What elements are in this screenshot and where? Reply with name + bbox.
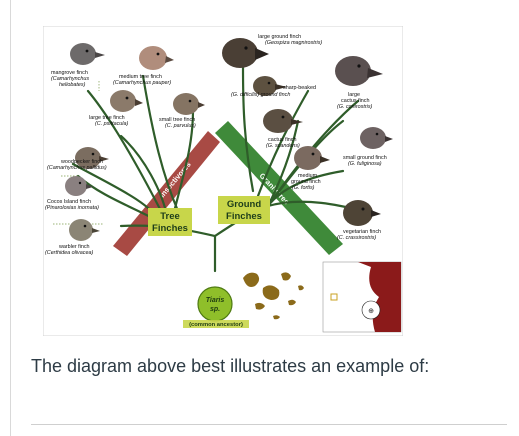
cactus-finch-label-2: (G. scandens): [266, 143, 300, 149]
large-tree-finch-label-1: large tree finch: [89, 115, 125, 121]
ground-finches-label-1: Ground: [227, 199, 261, 210]
medium-ground-finch-label-1: medium: [298, 173, 318, 179]
large-ground-finch-label-1: large ground finch: [258, 34, 301, 40]
sharp-beaked-label-1: sharp-beaked: [283, 85, 316, 91]
medium-tree-finch-label-2: (Camarhynchus pauper): [113, 80, 171, 86]
medium-tree-finch-label-1: medium tree finch: [119, 74, 162, 80]
divider: [31, 424, 507, 425]
tree-finches-box: Tree Finches: [148, 208, 192, 236]
small-ground-finch-label-2: (G. fuliginosa): [348, 161, 382, 167]
ancestor-name2: sp.: [210, 306, 220, 313]
ancestor-caption: (common ancestor): [189, 322, 243, 328]
small-tree-finch-label-2: (C. parvulus): [165, 123, 196, 129]
woodpecker-finch-label-1: woodpecker finch: [60, 159, 103, 165]
species-labels: mangrove finch (Camarhynchus heliobates)…: [45, 34, 387, 256]
cactus-finch-head: [263, 109, 303, 133]
large-cactus-label-1: large: [348, 92, 360, 98]
zoom-glyph: ⊕: [368, 308, 374, 315]
warbler-finch-label-2: (Certhidea olivacea): [45, 250, 93, 256]
mainland-shape: [358, 262, 401, 332]
left-border: [10, 0, 11, 436]
mangrove-finch-label-3: heliobates): [59, 82, 86, 88]
ground-finches-box: Ground Finches: [218, 196, 270, 224]
mangrove-finch-label-1: mangrove finch: [51, 70, 88, 76]
cactus-finch-label-1: cactus finch: [268, 137, 296, 143]
finch-heads: [65, 38, 393, 241]
cocos-island-finch-head: [65, 176, 93, 196]
warbler-finch-head: [69, 219, 100, 241]
small-ground-finch-label-1: small ground finch: [343, 155, 387, 161]
tree-finches-label-1: Tree: [160, 211, 180, 222]
mangrove-finch-head: [70, 43, 105, 65]
large-ground-finch-head: [222, 38, 269, 68]
mangrove-finch-label-2: (Camarhynchus: [51, 76, 89, 82]
woodpecker-finch-head: [75, 147, 109, 169]
large-cactus-label-2: cactus finch: [341, 98, 369, 104]
medium-ground-finch-label-2: ground finch: [291, 179, 321, 185]
locator-map: ⊕: [322, 261, 402, 333]
ancestor-name: Tiaris: [206, 297, 225, 304]
large-tree-finch-head: [110, 90, 143, 112]
large-tree-finch-label-2: (C. psittacula): [95, 121, 128, 127]
sharp-beaked-finch-head: [253, 76, 287, 96]
woodpecker-finch-label-2: (Camarhynchus pallidus): [47, 165, 107, 171]
common-ancestor: Tiaris sp. (common ancestor): [183, 286, 249, 328]
large-cactus-label-3: (G. conirostris): [337, 104, 373, 110]
vegetarian-finch-label-2: (C. crassirostris): [337, 235, 376, 241]
medium-ground-finch-label-3: (G. fortis): [292, 185, 315, 191]
sharp-beaked-label-2: (G. difficilis) ground finch: [231, 92, 290, 98]
small-ground-finch-head: [360, 127, 393, 149]
large-cactus-finch-head: [335, 56, 383, 86]
warbler-finch-label-1: warbler finch: [58, 244, 90, 250]
zoom-circle: [361, 300, 381, 320]
galapagos-islands: [243, 272, 304, 320]
small-tree-finch-label-1: small tree finch: [159, 117, 195, 123]
vegetarian-finch-head: [343, 200, 381, 226]
large-ground-finch-label-2: (Geospiza magnirostris): [265, 40, 322, 46]
medium-tree-finch-head: [139, 46, 174, 70]
cocos-finch-label-1: Cocos Island finch: [47, 199, 91, 205]
question-text: The diagram above best illustrates an ex…: [31, 356, 430, 376]
small-tree-finch-head: [173, 93, 205, 115]
vegetarian-finch-label-1: vegetarian finch: [343, 229, 381, 235]
ground-finches-label-2: Finches: [226, 211, 262, 222]
tree-finches-label-2: Finches: [152, 223, 188, 234]
finch-evolution-diagram: Insectivores Granivores: [43, 26, 403, 336]
medium-ground-finch-head: [294, 146, 330, 170]
cocos-finch-label-2: (Pinaroloxias inornata): [45, 205, 99, 211]
